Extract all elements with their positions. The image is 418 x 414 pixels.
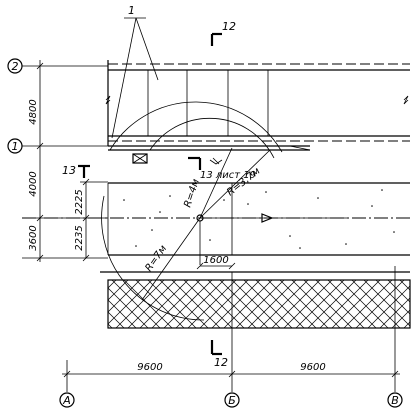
radius-7m: R=7м <box>143 243 169 274</box>
sheet-ref-label: 13 лист 19 <box>200 170 256 181</box>
callout-1: 1 <box>111 4 159 139</box>
concrete-speckle <box>123 189 395 249</box>
hatched-zone <box>100 271 411 329</box>
dim-4000: 4000 <box>28 171 39 196</box>
col-axis-a: А <box>59 392 75 408</box>
dim-2225: 2225 <box>74 189 85 214</box>
section-mark-12-bottom: 12 <box>210 340 228 369</box>
section-12-bottom-label: 12 <box>214 356 228 369</box>
slab-strip <box>22 182 410 265</box>
dim-9600-left: 9600 <box>137 362 162 373</box>
left-dimension-chain: 4800 4000 3600 2225 2235 <box>22 60 108 262</box>
dim-3600: 3600 <box>28 225 39 250</box>
radius-4m: R=4м <box>182 177 202 209</box>
col-axis-b: Б <box>224 392 240 408</box>
row-axis-1: 1 <box>7 138 23 154</box>
col-axis-a-label: А <box>62 394 71 407</box>
bottom-dimension-chain: 9600 9600 <box>62 266 400 392</box>
col-axis-b-label: Б <box>228 394 236 407</box>
row-axis-2-label: 2 <box>12 60 19 73</box>
dim-2235: 2235 <box>74 225 85 250</box>
row-axis-1-label: 1 <box>12 140 19 153</box>
upper-frame <box>105 60 410 146</box>
section-13-label: 13 <box>62 164 76 177</box>
dim-4800: 4800 <box>28 99 39 124</box>
section-mark-13-left: 13 <box>62 164 90 178</box>
row-axis-2: 2 <box>7 58 23 74</box>
dim-9600-right: 9600 <box>300 362 325 373</box>
dim-1600: 1600 <box>196 255 236 270</box>
callout-1-label: 1 <box>128 4 135 17</box>
col-axis-v-label: В <box>391 394 399 407</box>
section-mark-12-top: 12 <box>210 20 236 46</box>
section-12-top-label: 12 <box>222 20 236 33</box>
dim-1600-label: 1600 <box>203 255 228 266</box>
section-mark-13-sheet: 13 лист 19 <box>188 156 256 181</box>
col-axis-v: В <box>387 392 403 408</box>
row-axis-lines <box>22 65 311 151</box>
crane-symbol <box>132 153 148 164</box>
